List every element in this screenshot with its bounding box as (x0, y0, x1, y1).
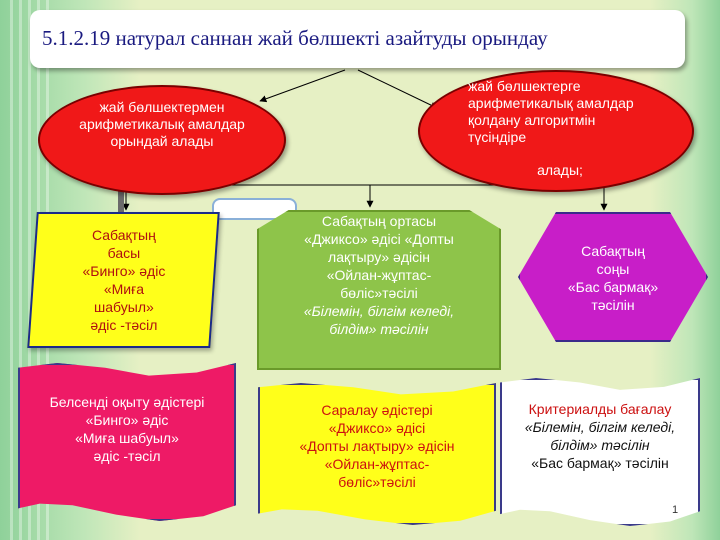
stage-middle-line: лақтыру» әдісін (328, 249, 430, 265)
differentiation-banner: Саралау әдістері «Джиксо» әдісі «Допты л… (258, 383, 496, 525)
active-methods-line: Белсенді оқыту әдістері (49, 394, 205, 410)
differentiation-line: бөліс»тәсілі (338, 474, 416, 490)
stage-start-line: Сабақтың (91, 227, 156, 243)
stage-middle-line: «Джиксо» әдісі «Допты (304, 231, 454, 247)
stage-start-line: «Миға (103, 281, 144, 297)
stage-end-line: «Бас бармақ» (567, 279, 659, 295)
active-methods-line: «Миға шабуыл» (75, 430, 179, 446)
assessment-banner: Критериалды бағалау «Білемін, білгім кел… (500, 378, 700, 526)
goal-right-text-2: алады; (537, 162, 583, 178)
active-methods-line: әдіс -тәсіл (93, 448, 161, 464)
page-number: 1 (672, 504, 679, 516)
stage-end-line: Сабақтың (581, 243, 645, 259)
stage-start-line: «Бинго» әдіс (82, 263, 166, 279)
paper-tab-decoration (212, 198, 297, 220)
goal-ellipse-left: жай бөлшектермен арифметикалық амалдар о… (38, 85, 286, 195)
stage-middle-italic: «Білемін, білгім келеді, білдім» тәсілін (303, 303, 455, 337)
differentiation-line: «Ойлан-жұптас- (324, 456, 430, 472)
goal-right-text-1: жай бөлшектерге арифметикалық амалдар қо… (468, 78, 634, 145)
stage-end-hexagon: Сабақтың соңы «Бас бармақ» тәсілін (518, 212, 708, 342)
stage-start-line: басы (107, 245, 141, 261)
stage-middle-line: Сабақтың ортасы (321, 213, 437, 229)
active-methods-line: «Бинго» әдіс (85, 412, 169, 428)
stage-middle-line: бөліс»тәсілі (340, 285, 418, 301)
assessment-last-line: «Бас бармақ» тәсілін (531, 455, 669, 471)
stage-start-line: шабуыл» (94, 299, 154, 315)
differentiation-line: «Допты лақтыру» әдісін (299, 438, 455, 454)
stage-start-line: әдіс -тәсіл (90, 317, 158, 333)
goal-left-text: жай бөлшектермен арифметикалық амалдар о… (79, 99, 245, 149)
stage-middle-line: «Ойлан-жұптас- (326, 267, 432, 283)
title-box: 5.1.2.19 натурал саннан жай бөлшекті аза… (30, 10, 685, 68)
assessment-heading: Критериалды бағалау (528, 401, 672, 417)
differentiation-line: Саралау әдістері (321, 402, 433, 418)
stage-start-box: Сабақтың басы «Бинго» әдіс «Миға шабуыл»… (27, 212, 220, 348)
arrow-title-to-right-goal (357, 69, 438, 109)
stage-end-line: тәсілін (591, 297, 635, 313)
stage-end-line: соңы (596, 261, 630, 277)
connector-stub-left (118, 180, 124, 214)
assessment-italic: «Білемін, білгім келеді, білдім» тәсілін (524, 419, 676, 453)
stage-middle-box: Сабақтың ортасы «Джиксо» әдісі «Допты ла… (257, 210, 501, 370)
active-methods-banner: Белсенді оқыту әдістері «Бинго» әдіс «Ми… (18, 363, 236, 521)
arrow-title-to-left-goal (259, 69, 346, 103)
goal-ellipse-right: жай бөлшектерге арифметикалық амалдар қо… (418, 70, 694, 192)
page-title: 5.1.2.19 натурал саннан жай бөлшекті аза… (42, 26, 548, 50)
differentiation-line: «Джиксо» әдісі (328, 420, 426, 436)
